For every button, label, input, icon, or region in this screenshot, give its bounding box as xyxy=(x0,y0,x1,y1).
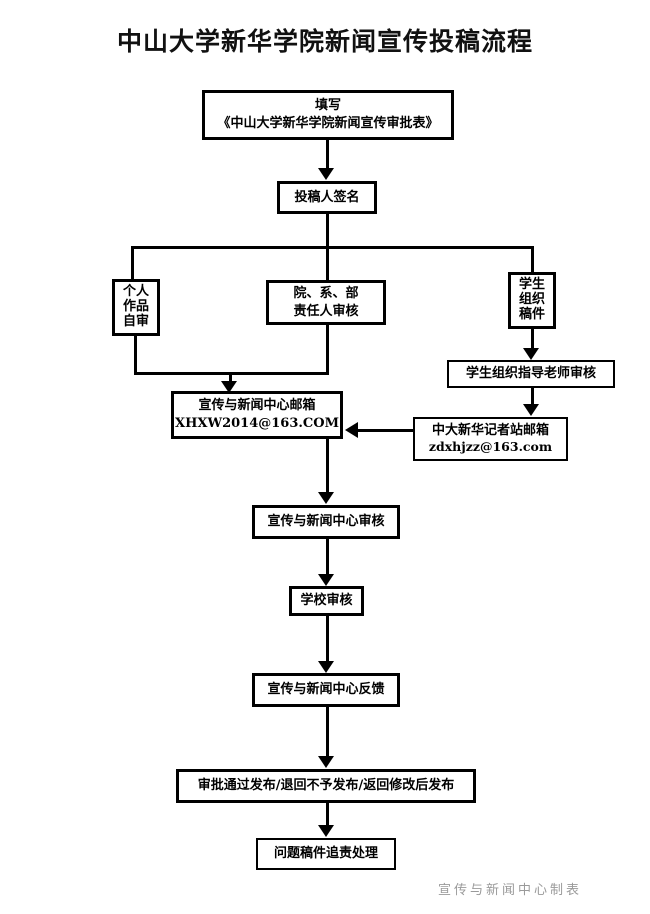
connector-personal-down xyxy=(134,336,137,375)
node-contributor-signature: 投稿人签名 xyxy=(277,181,377,214)
connector-branch-middle-drop xyxy=(326,246,329,280)
node-personal-self-review-line2: 作品 xyxy=(122,299,149,315)
node-news-center-review: 宣传与新闻中心审核 xyxy=(252,505,400,539)
node-student-org-draft-line2: 组织 xyxy=(518,292,545,308)
node-accountability-label: 问题稿件追责处理 xyxy=(273,846,378,862)
arrow-school-feedback xyxy=(318,661,334,673)
node-fill-form-line1: 填写 xyxy=(314,98,341,114)
arrow-publish-accountability xyxy=(318,825,334,837)
arrow-fillform-signature xyxy=(318,168,334,180)
node-student-org-draft-line3: 稿件 xyxy=(518,306,545,322)
arrow-merge-to-mailbox xyxy=(221,381,237,393)
node-press-station-mailbox-line2: zdxhjzz@163.com xyxy=(428,439,553,455)
connector-pressmail-to-newsmail xyxy=(358,429,413,432)
node-news-center-feedback-label: 宣传与新闻中心反馈 xyxy=(267,682,385,698)
connector-school-feedback xyxy=(326,616,329,664)
arrow-mailbox-review xyxy=(318,492,334,504)
connector-department-down xyxy=(326,325,329,375)
footer-credit: 宣传与新闻中心制表 xyxy=(438,883,583,898)
node-personal-self-review-line1: 个人 xyxy=(122,284,149,300)
node-personal-self-review-line3: 自审 xyxy=(122,313,149,329)
node-press-station-mailbox: 中大新华记者站邮箱 zdxhjzz@163.com xyxy=(413,417,568,461)
arrow-studentorg-teacher xyxy=(523,348,539,360)
node-news-center-mailbox-line2: XHXW2014@163.COM xyxy=(175,416,339,431)
connector-publish-accountability xyxy=(326,803,329,828)
connector-branch-left-drop xyxy=(131,246,134,279)
node-school-review: 学校审核 xyxy=(289,586,364,616)
node-student-org-draft: 学生 组织 稿件 xyxy=(508,272,556,329)
node-department-review-line2: 责任人审核 xyxy=(293,303,359,319)
node-student-org-teacher-review-label: 学生组织指导老师审核 xyxy=(465,366,596,382)
node-news-center-feedback: 宣传与新闻中心反馈 xyxy=(252,673,400,707)
connector-branch-right-drop xyxy=(531,246,534,272)
node-student-org-draft-line1: 学生 xyxy=(518,277,545,293)
connector-signature-split-stem xyxy=(326,214,329,248)
node-news-center-review-label: 宣传与新闻中心审核 xyxy=(267,514,385,530)
connector-mailbox-review xyxy=(326,439,329,496)
arrow-teacher-pressmail xyxy=(523,404,539,416)
arrow-pressmail-to-newsmail xyxy=(345,422,358,438)
node-press-station-mailbox-line1: 中大新华记者站邮箱 xyxy=(431,422,549,438)
node-contributor-signature-label: 投稿人签名 xyxy=(294,189,360,205)
node-department-review-line1: 院、系、部 xyxy=(293,285,359,301)
node-publish-decision-label: 审批通过发布/退回不予发布/返回修改后发布 xyxy=(197,778,455,794)
node-fill-form: 填写 《中山大学新华学院新闻宣传审批表》 xyxy=(202,90,454,140)
node-school-review-label: 学校审核 xyxy=(300,593,353,609)
node-fill-form-line2: 《中山大学新华学院新闻宣传审批表》 xyxy=(217,116,439,131)
arrow-feedback-publish xyxy=(318,756,334,768)
page-title: 中山大学新华学院新闻宣传投稿流程 xyxy=(116,27,533,56)
connector-fillform-signature xyxy=(326,140,329,170)
connector-studentorg-teacher xyxy=(531,329,534,351)
connector-teacher-pressmail xyxy=(531,388,534,406)
connector-merge-stem xyxy=(229,372,232,384)
node-department-review: 院、系、部 责任人审核 xyxy=(266,280,386,325)
connector-branch-bar xyxy=(131,246,534,249)
connector-review-school xyxy=(326,539,329,577)
node-accountability: 问题稿件追责处理 xyxy=(256,838,396,870)
node-student-org-teacher-review: 学生组织指导老师审核 xyxy=(447,360,615,388)
arrow-review-school xyxy=(318,574,334,586)
node-personal-self-review: 个人 作品 自审 xyxy=(112,279,160,336)
connector-feedback-publish xyxy=(326,707,329,759)
node-publish-decision: 审批通过发布/退回不予发布/返回修改后发布 xyxy=(176,769,476,803)
node-news-center-mailbox: 宣传与新闻中心邮箱 XHXW2014@163.COM xyxy=(171,391,343,439)
node-news-center-mailbox-line1: 宣传与新闻中心邮箱 xyxy=(198,398,316,414)
